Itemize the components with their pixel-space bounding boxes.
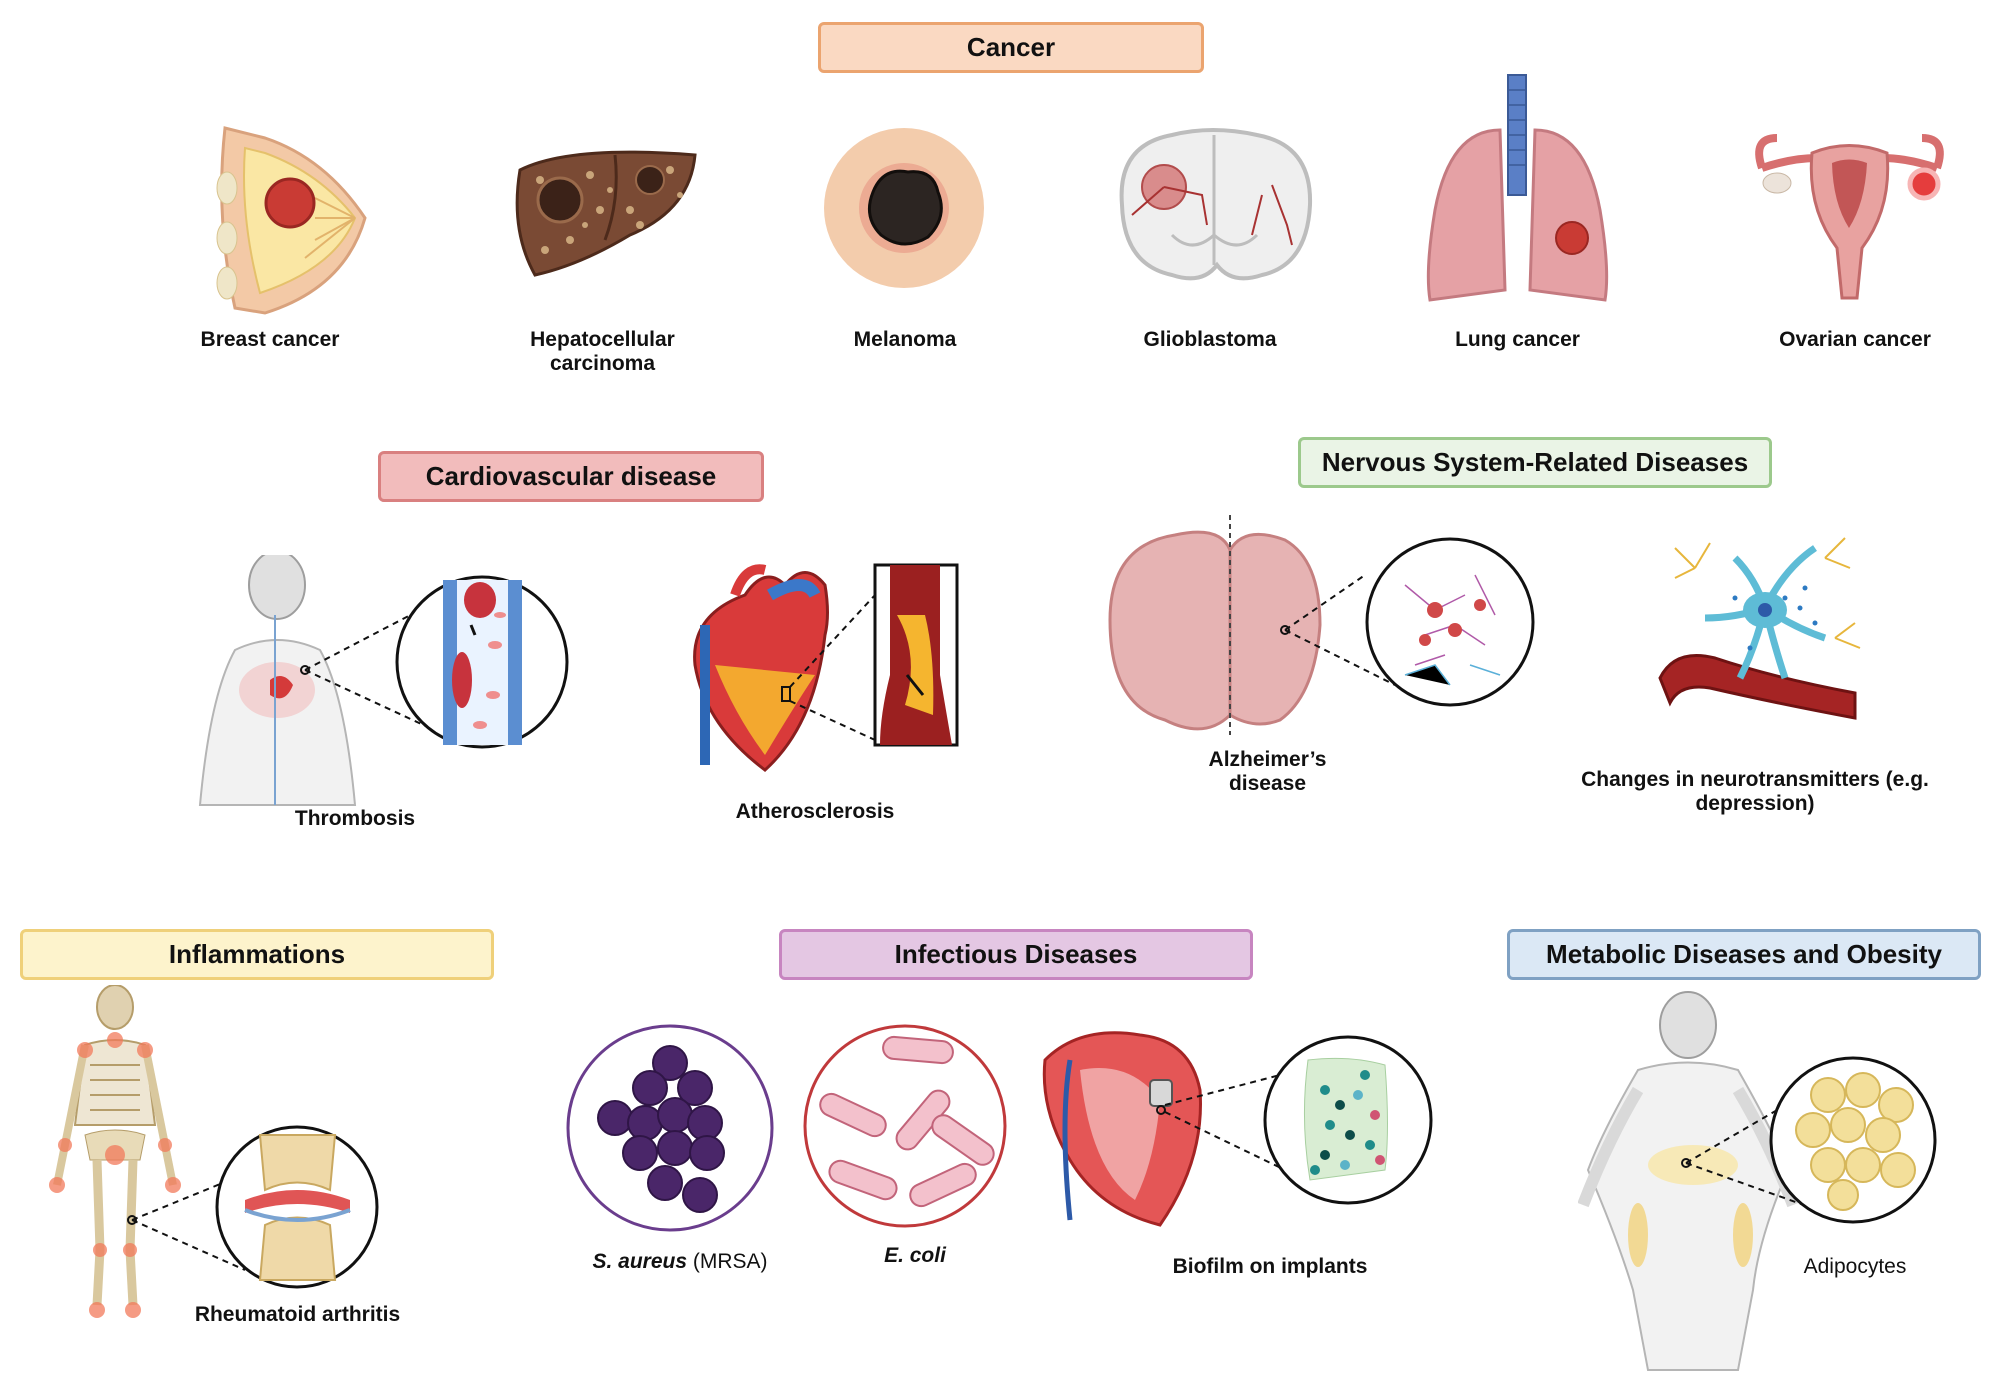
uterus-ovary-tumor-icon — [1732, 128, 1967, 306]
metabolic-header: Metabolic Diseases and Obesity — [1507, 929, 1981, 980]
cancer-label-hepatocellular: Hepatocellular carcinoma — [530, 328, 675, 375]
heart-plaque-icon — [675, 555, 965, 775]
cardio-label-atherosclerosis: Atherosclerosis — [735, 800, 895, 823]
body-blood-clot-icon — [175, 555, 575, 810]
nervous-header: Nervous System-Related Diseases — [1298, 437, 1772, 488]
infectious-label-ecoli: E. coli — [830, 1244, 1000, 1268]
cancer-label-melanoma: Melanoma — [853, 328, 957, 351]
saureus-italic: S. aureus — [592, 1250, 688, 1273]
liver-tumor-icon — [510, 140, 698, 280]
metabolic-label-adipocytes: Adipocytes — [1803, 1255, 1907, 1278]
ecoli-italic: E. coli — [884, 1244, 946, 1267]
melanoma-lesion-icon — [823, 127, 985, 289]
cancer-label-ovarian: Ovarian cancer — [1779, 328, 1931, 351]
infectious-label-biofilm: Biofilm on implants — [1172, 1255, 1368, 1278]
brain-tumor-icon — [1112, 125, 1317, 290]
inflammations-header: Inflammations — [20, 929, 494, 980]
infectious-label-saureus: S. aureus (MRSA) — [580, 1250, 780, 1274]
obese-body-fat-cells-icon — [1578, 990, 1943, 1375]
cancer-label-breast: Breast cancer — [200, 328, 340, 351]
cancer-label-glioblastoma: Glioblastoma — [1143, 328, 1277, 351]
brain-plaques-icon — [1105, 515, 1535, 735]
staph-cluster-icon — [565, 1023, 775, 1233]
heart-implant-biofilm-icon — [1040, 1020, 1435, 1235]
rod-bacteria-icon — [803, 1024, 1008, 1229]
skeleton-joint-icon — [45, 985, 385, 1325]
nervous-label-neurotransmitters: Changes in neurotransmitters (e.g. depre… — [1581, 768, 1929, 815]
breast-tumor-icon — [205, 118, 370, 318]
cancer-header: Cancer — [818, 22, 1204, 73]
neuron-vessel-icon — [1655, 528, 1865, 733]
lung-tumor-icon — [1420, 70, 1615, 305]
infectious-header: Infectious Diseases — [779, 929, 1253, 980]
saureus-rest: (MRSA) — [687, 1250, 768, 1273]
cardiovascular-header: Cardiovascular disease — [378, 451, 764, 502]
inflammations-label-rheumatoid: Rheumatoid arthritis — [194, 1303, 401, 1326]
nervous-label-alzheimers: Alzheimer’s disease — [1208, 748, 1327, 795]
cardio-label-thrombosis: Thrombosis — [294, 807, 416, 830]
cancer-label-lung: Lung cancer — [1455, 328, 1580, 351]
